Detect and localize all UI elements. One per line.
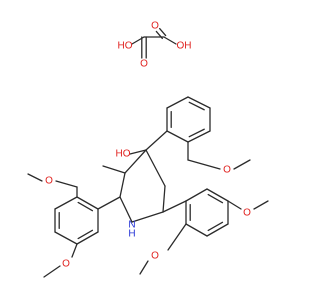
- top-methoxy-o-bond: [187, 159, 221, 170]
- atom-label-methoxy-o-bottom-right: O: [151, 251, 159, 262]
- left-methoxy-top-o-bond: [55, 180, 78, 188]
- atom-label-methoxy-o-right: O: [243, 208, 251, 219]
- left-aryl-bond-0-inner: [77, 201, 94, 212]
- atom-label-ring-nh-h: H: [128, 229, 135, 240]
- top-aryl-bond-1: [187, 130, 211, 143]
- left-aryl-bond-1: [54, 196, 78, 210]
- atom-label-ox-o-top: O: [151, 21, 159, 32]
- atom-label-methoxy-o-top-right: O: [223, 165, 231, 176]
- left-aryl-o-bottom-bond: [71, 243, 78, 258]
- ring-n-c6-bond: [131, 211, 164, 223]
- left-methoxy-bottom-methyl-bond: [43, 265, 61, 278]
- ring-c4-c3-bond: [124, 149, 147, 174]
- oxalic-c-o-top-bond-a: [159, 27, 167, 37]
- atom-label-ox-oh-right: OH: [177, 41, 192, 52]
- atom-label-ox-oh-left: HO: [118, 41, 133, 52]
- ring-c3-c2-bond: [119, 172, 126, 198]
- c4-top-aryl-bond: [145, 130, 168, 151]
- right-aryl-bond-1: [185, 223, 208, 237]
- ring-c5-c4-bond: [145, 149, 166, 187]
- ring-c6-c5-bond: [162, 185, 166, 213]
- right-aryl-bond-4-inner: [207, 193, 224, 204]
- c4-oh-bond: [129, 149, 147, 155]
- chemical-structure: HO O OH O HO O O O N H O O: [27, 21, 269, 278]
- right-aryl-bond-5: [185, 188, 208, 202]
- top-aryl-bond-4: [166, 96, 189, 109]
- top-methoxy-methyl-bond: [233, 159, 251, 170]
- atom-label-ox-o-bottom: O: [140, 59, 148, 70]
- atom-label-methoxy-o-left-bottom: O: [62, 259, 70, 270]
- left-aryl-bond-4-inner: [77, 229, 94, 240]
- atom-label-hydroxyl: HO: [116, 149, 131, 160]
- left-methoxy-top-methyl-bond: [27, 173, 43, 182]
- bond-layer: [27, 27, 269, 278]
- right-aryl-bond-4: [206, 188, 229, 202]
- top-aryl-bond-3-inner: [188, 101, 205, 111]
- left-aryl-bond-3: [54, 231, 78, 245]
- left-aryl-bond-4: [76, 231, 99, 245]
- right-aryl-bond-2: [206, 223, 229, 237]
- oxalic-c-o-top-bond-b: [155, 30, 163, 40]
- right-aryl-bond-2-inner: [207, 221, 224, 232]
- right-methoxy-bottom-methyl-bond: [139, 260, 149, 275]
- atom-label-ring-nh: N: [128, 220, 135, 231]
- right-methoxy-right-methyl-bond: [253, 200, 269, 210]
- top-aryl-bond-0: [166, 130, 189, 143]
- oxalic-c-oh-right-bond: [163, 36, 177, 45]
- top-aryl-bond-1-inner: [188, 128, 205, 138]
- c3-methyl-bond: [102, 165, 126, 174]
- atom-label-layer: HO O OH O HO O O O N H O O: [45, 21, 251, 270]
- c6-right-aryl-bond: [162, 200, 187, 213]
- right-aryl-o-bottom-bond: [167, 223, 187, 251]
- left-aryl-bond-0: [76, 196, 99, 210]
- ring-c2-n-bond: [119, 196, 133, 223]
- c2-left-aryl-bond: [97, 196, 121, 210]
- atom-label-methoxy-o-left-top: O: [45, 176, 53, 187]
- top-aryl-bond-3: [187, 96, 211, 109]
- right-aryl-o-right-bond: [227, 200, 242, 210]
